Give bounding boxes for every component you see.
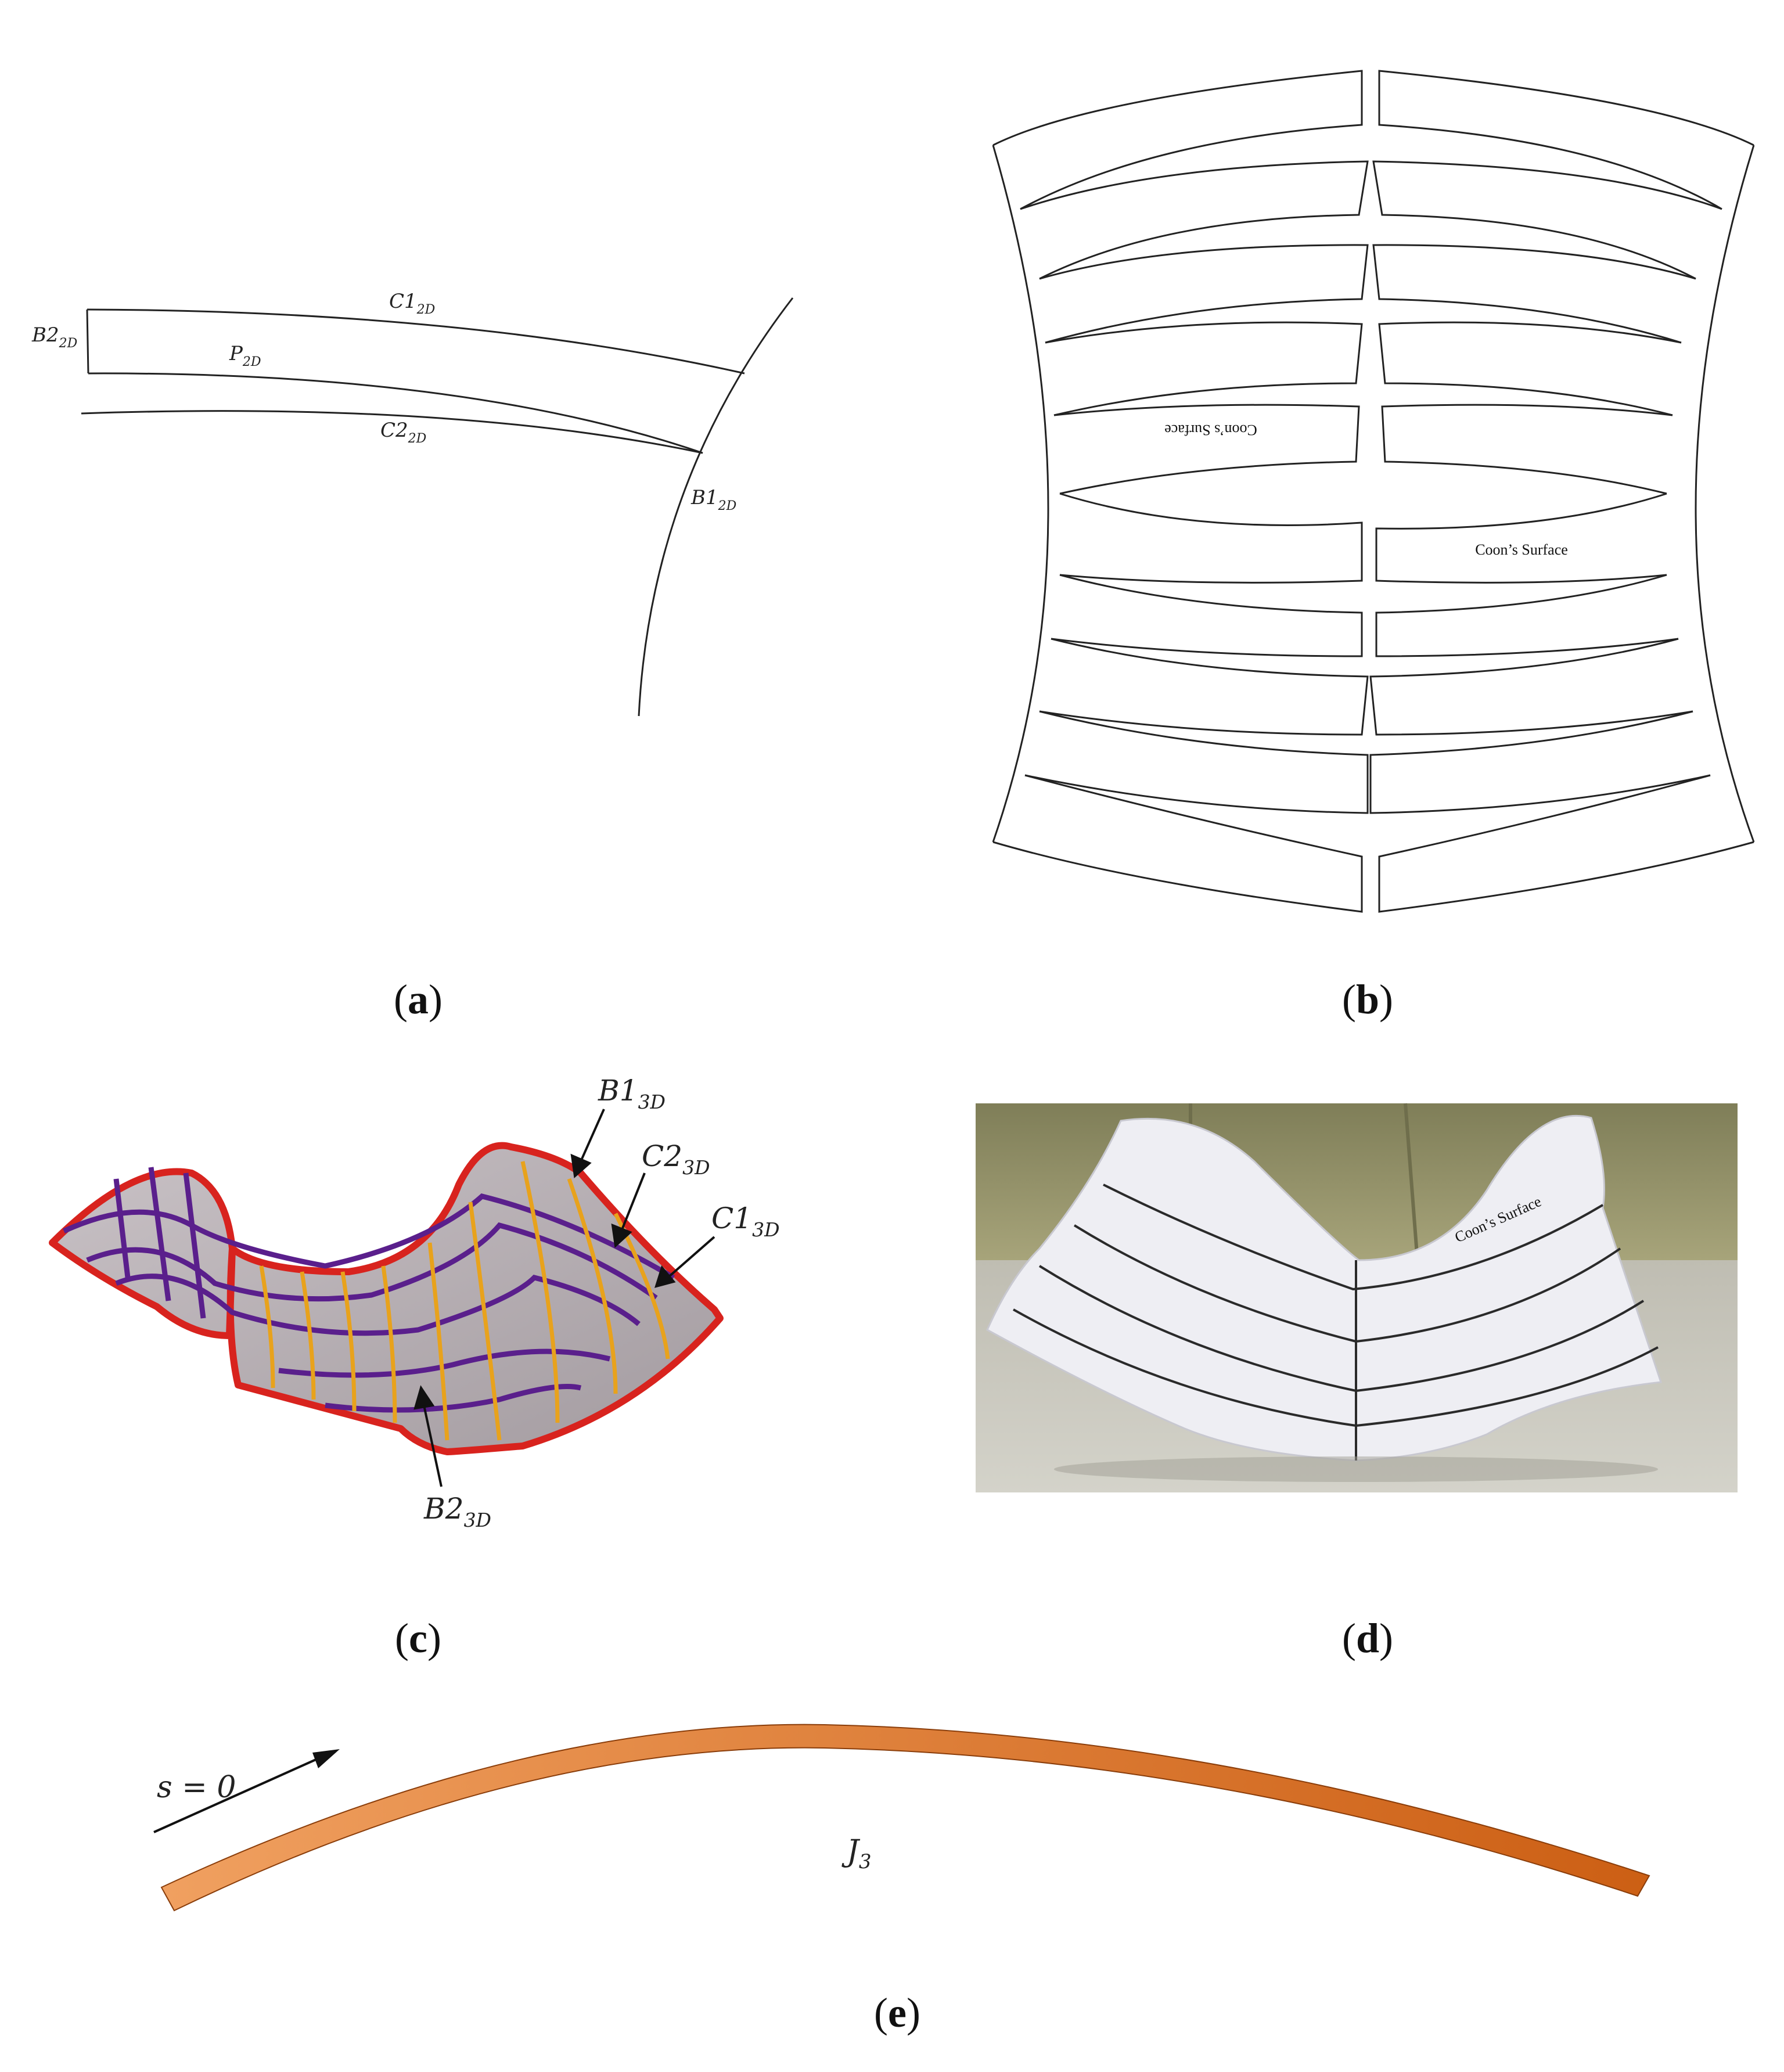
b1-3d-arrowhead — [570, 1153, 592, 1178]
coons-surface-upright: Coon’s Surface — [1475, 541, 1568, 558]
orange-line-6 — [468, 1202, 502, 1441]
strip-right-6 — [1375, 574, 1679, 657]
strip-left-5 — [1059, 492, 1363, 584]
strip-left-8 — [1024, 710, 1369, 814]
strip-right-1 — [1372, 160, 1722, 280]
b2-3d-arrowhead — [413, 1385, 435, 1410]
b2-3d-label: B23D — [423, 1492, 491, 1531]
strip-left-2 — [1039, 244, 1369, 344]
j3-strip — [160, 1724, 1650, 1912]
strip-right-9 — [1378, 774, 1754, 913]
b2-2d-edge — [86, 309, 89, 374]
purple-line-7 — [148, 1167, 171, 1301]
purple-line-2 — [86, 1222, 658, 1302]
b1-2d-label: B12D — [690, 486, 737, 513]
orange-line-2 — [300, 1271, 316, 1400]
j3-label: J3 — [841, 1834, 872, 1873]
orange-line-1 — [259, 1265, 275, 1388]
purple-line-8 — [183, 1172, 206, 1319]
s0-arrowhead — [312, 1749, 340, 1768]
purple-line-1 — [63, 1193, 675, 1280]
panel-b-label: (b) — [1342, 976, 1393, 1023]
panel-c-label: (c) — [395, 1615, 441, 1661]
c1-3d-arrowhead — [654, 1265, 676, 1288]
purple-line-5 — [325, 1384, 582, 1413]
strip-left-7 — [1039, 638, 1369, 736]
s0-label: s = 0 — [157, 1770, 236, 1805]
c1-3d-arrow-line — [667, 1236, 715, 1279]
strip-left-6 — [1051, 574, 1363, 657]
b1-3d-label: B13D — [598, 1074, 666, 1113]
left-side-curve — [992, 145, 1049, 843]
panel-e-label: (e) — [874, 1990, 920, 2036]
panel-c-arrows — [413, 1109, 715, 1487]
c1-2d-curve — [87, 308, 745, 375]
s0-arrow-line — [153, 1756, 323, 1833]
right-side-curve — [1695, 145, 1755, 843]
panel-a — [81, 297, 794, 717]
strip-left-4 — [1053, 404, 1360, 495]
strip-right-3 — [1378, 321, 1682, 416]
c1-2d-label: C12D — [389, 290, 436, 317]
c1-3d-label: C13D — [711, 1202, 780, 1241]
strip-left-1 — [1020, 160, 1369, 280]
panel-d-photo — [976, 1103, 1738, 1492]
top-left-piece — [992, 70, 1363, 210]
photo-door-edge-2 — [1404, 1103, 1419, 1255]
orange-line-3 — [340, 1271, 357, 1412]
panel-c — [49, 1109, 724, 1487]
purple-grid — [63, 1167, 675, 1413]
orange-line-4 — [381, 1265, 397, 1423]
strip-right-5 — [1375, 492, 1667, 584]
strip-right-2 — [1372, 244, 1696, 344]
paper-lines — [1013, 1184, 1659, 1461]
b2-3d-arrow-line — [423, 1405, 443, 1487]
purple-line-6 — [113, 1178, 131, 1278]
strip-left-9 — [992, 774, 1363, 913]
top-right-piece — [1378, 70, 1754, 210]
c2-3d-arrow-line — [620, 1172, 646, 1232]
b1-2d-curve — [638, 297, 794, 717]
strip-right-7 — [1369, 638, 1693, 736]
b1-3d-arrow-line — [580, 1109, 605, 1162]
strip-right-4 — [1381, 404, 1673, 495]
p-2d-curve — [88, 372, 703, 454]
panel-d-label: (d) — [1342, 1615, 1393, 1661]
strip-right-8 — [1369, 710, 1711, 814]
c2-3d-arrowhead — [611, 1223, 632, 1249]
paper-shadow — [1054, 1456, 1658, 1482]
c2-3d-label: C23D — [642, 1139, 710, 1179]
p-2d-label: P2D — [229, 342, 261, 369]
orange-line-5 — [427, 1242, 449, 1441]
panel-a-label: (a) — [394, 976, 443, 1023]
c2-2d-curve — [81, 410, 703, 454]
coons-surface-flipped: Coon’s Surface — [1164, 422, 1257, 438]
purple-line-4 — [278, 1348, 611, 1378]
c2-2d-label: C22D — [380, 419, 427, 446]
orange-line-8 — [567, 1178, 618, 1394]
panel-e — [153, 1724, 1650, 1912]
panel-b — [992, 70, 1755, 913]
strip-left-3 — [1045, 321, 1363, 416]
orange-line-7 — [520, 1161, 560, 1423]
paper-line-1 — [1103, 1184, 1604, 1291]
b2-2d-label: B22D — [31, 323, 78, 351]
